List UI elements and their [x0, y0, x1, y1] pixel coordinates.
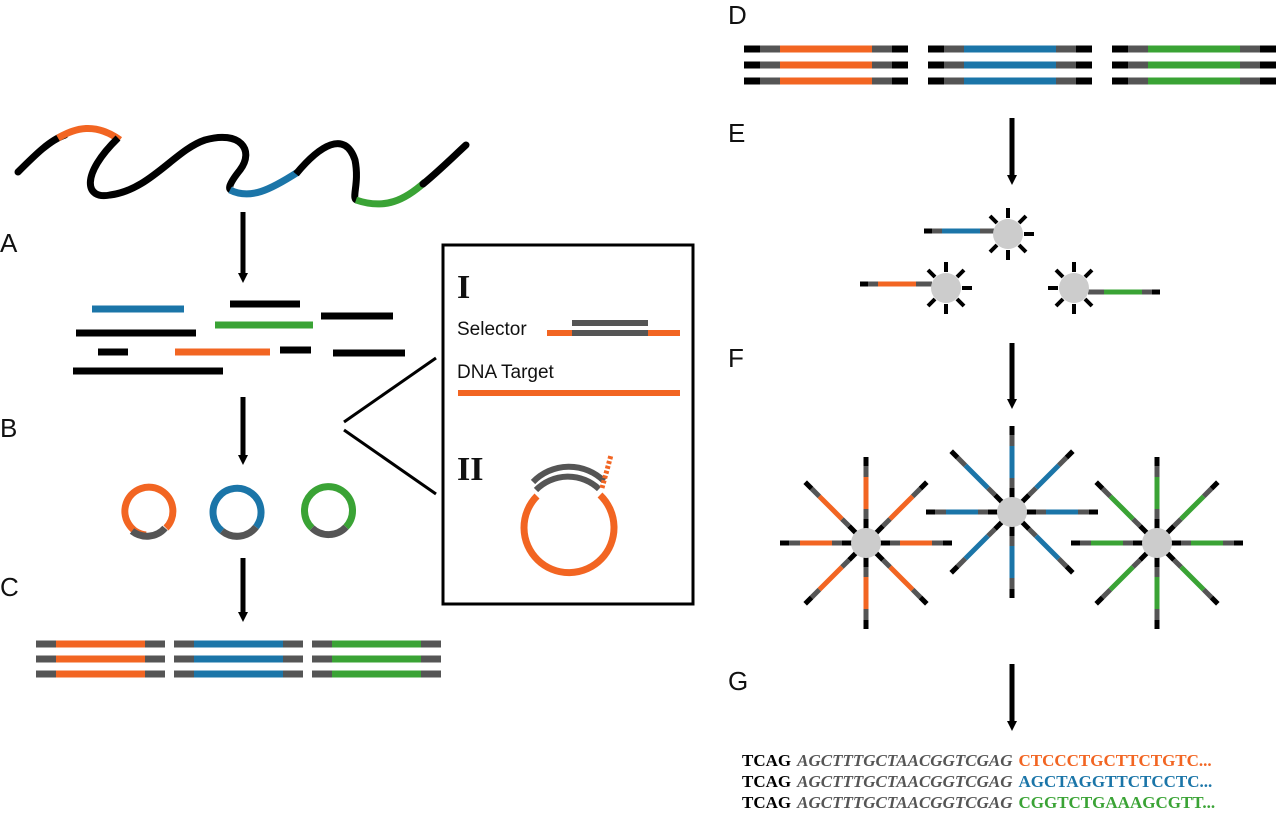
inset-step-two: II: [457, 451, 483, 488]
dna-target-label: DNA Target: [457, 362, 555, 383]
read-1-adapter: TCAG: [742, 751, 791, 770]
e-bead-orange: [860, 262, 972, 314]
bead: [1142, 528, 1172, 558]
genomic-dna-strand: [14, 124, 470, 208]
read-row-2: TCAG AGCTTTGCTAACGGTCGAG AGCTAGGTTCTCCTC..…: [742, 772, 1212, 791]
read-row-1: TCAG AGCTTTGCTAACGGTCGAG CTCCCTGCTTCTGTC..…: [742, 751, 1212, 770]
panel-label-f: F: [728, 343, 744, 373]
sequencing-reads: TCAG AGCTTTGCTAACGGTCGAG CTCCCTGCTTCTGTC..…: [742, 751, 1215, 812]
selector-inset: I Selector DNA Target II: [343, 243, 695, 606]
inset-step-one: I: [457, 269, 470, 306]
read-3-sequence: CGGTCTGAAAGCGTT...: [1018, 793, 1215, 812]
bead: [851, 528, 881, 558]
selector-circle: [520, 454, 618, 577]
f-burst-orange: [780, 457, 952, 629]
read-3-key: AGCTTTGCTAACGGTCGAG: [796, 793, 1013, 812]
circularized-targets: [121, 483, 356, 540]
panel-label-b: B: [0, 413, 17, 443]
amplified-libraries: [36, 640, 441, 678]
f-enriched-beads: [780, 426, 1243, 629]
panel-label-d: D: [728, 0, 747, 30]
panel-label-c: C: [0, 572, 19, 602]
dna-fragments: [73, 300, 405, 375]
e-bead-green: [1048, 262, 1160, 314]
read-1-sequence: CTCCCTGCTTCTGTC...: [1018, 751, 1211, 770]
bead: [997, 497, 1027, 527]
read-2-adapter: TCAG: [742, 772, 791, 791]
read-3-adapter: TCAG: [742, 793, 791, 812]
read-2-sequence: AGCTAGGTTCTCCTC...: [1018, 772, 1212, 791]
f-burst-green: [1071, 457, 1243, 629]
selector-label: Selector: [457, 319, 527, 340]
panel-label-e: E: [728, 118, 745, 148]
panel-label-g: G: [728, 666, 748, 696]
panel-label-a: A: [0, 228, 18, 258]
d-amplified-libraries: [744, 45, 1276, 85]
read-2-key: AGCTTTGCTAACGGTCGAG: [796, 772, 1013, 791]
read-1-key: AGCTTTGCTAACGGTCGAG: [796, 751, 1013, 770]
read-row-3: TCAG AGCTTTGCTAACGGTCGAG CGGTCTGAAAGCGTT..…: [742, 793, 1215, 812]
f-burst-blue: [926, 426, 1098, 598]
e-bead-blue: [924, 208, 1034, 260]
